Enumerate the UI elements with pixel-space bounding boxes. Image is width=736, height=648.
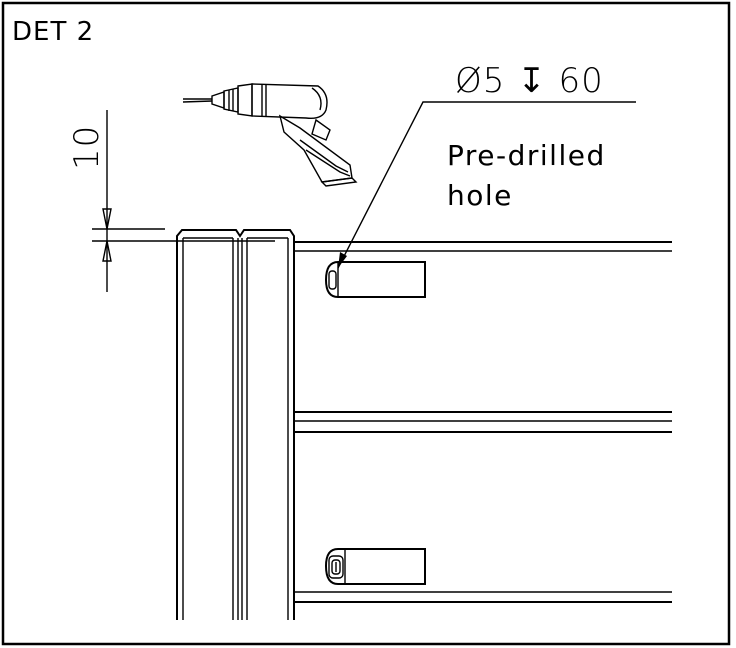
leader-arrowhead <box>338 252 347 268</box>
hole-spec-label: Ø5 ↧ 60 <box>455 61 604 101</box>
dimension-arrow-top <box>102 208 112 230</box>
horizontal-rails <box>294 241 672 603</box>
note-line-2: hole <box>447 179 513 212</box>
drill-icon <box>182 83 358 187</box>
vertical-post <box>176 229 295 620</box>
screw-head-icon <box>324 548 426 585</box>
note-line-1: Pre-drilled <box>447 139 606 172</box>
hole-leader-line <box>337 101 636 269</box>
predrilled-hole-icon <box>324 261 426 298</box>
dimension-arrow-bottom <box>102 240 112 262</box>
dimension-value: 10 <box>67 125 107 170</box>
detail-label: DET 2 <box>12 17 94 47</box>
dimension-10: 10 <box>67 110 275 292</box>
